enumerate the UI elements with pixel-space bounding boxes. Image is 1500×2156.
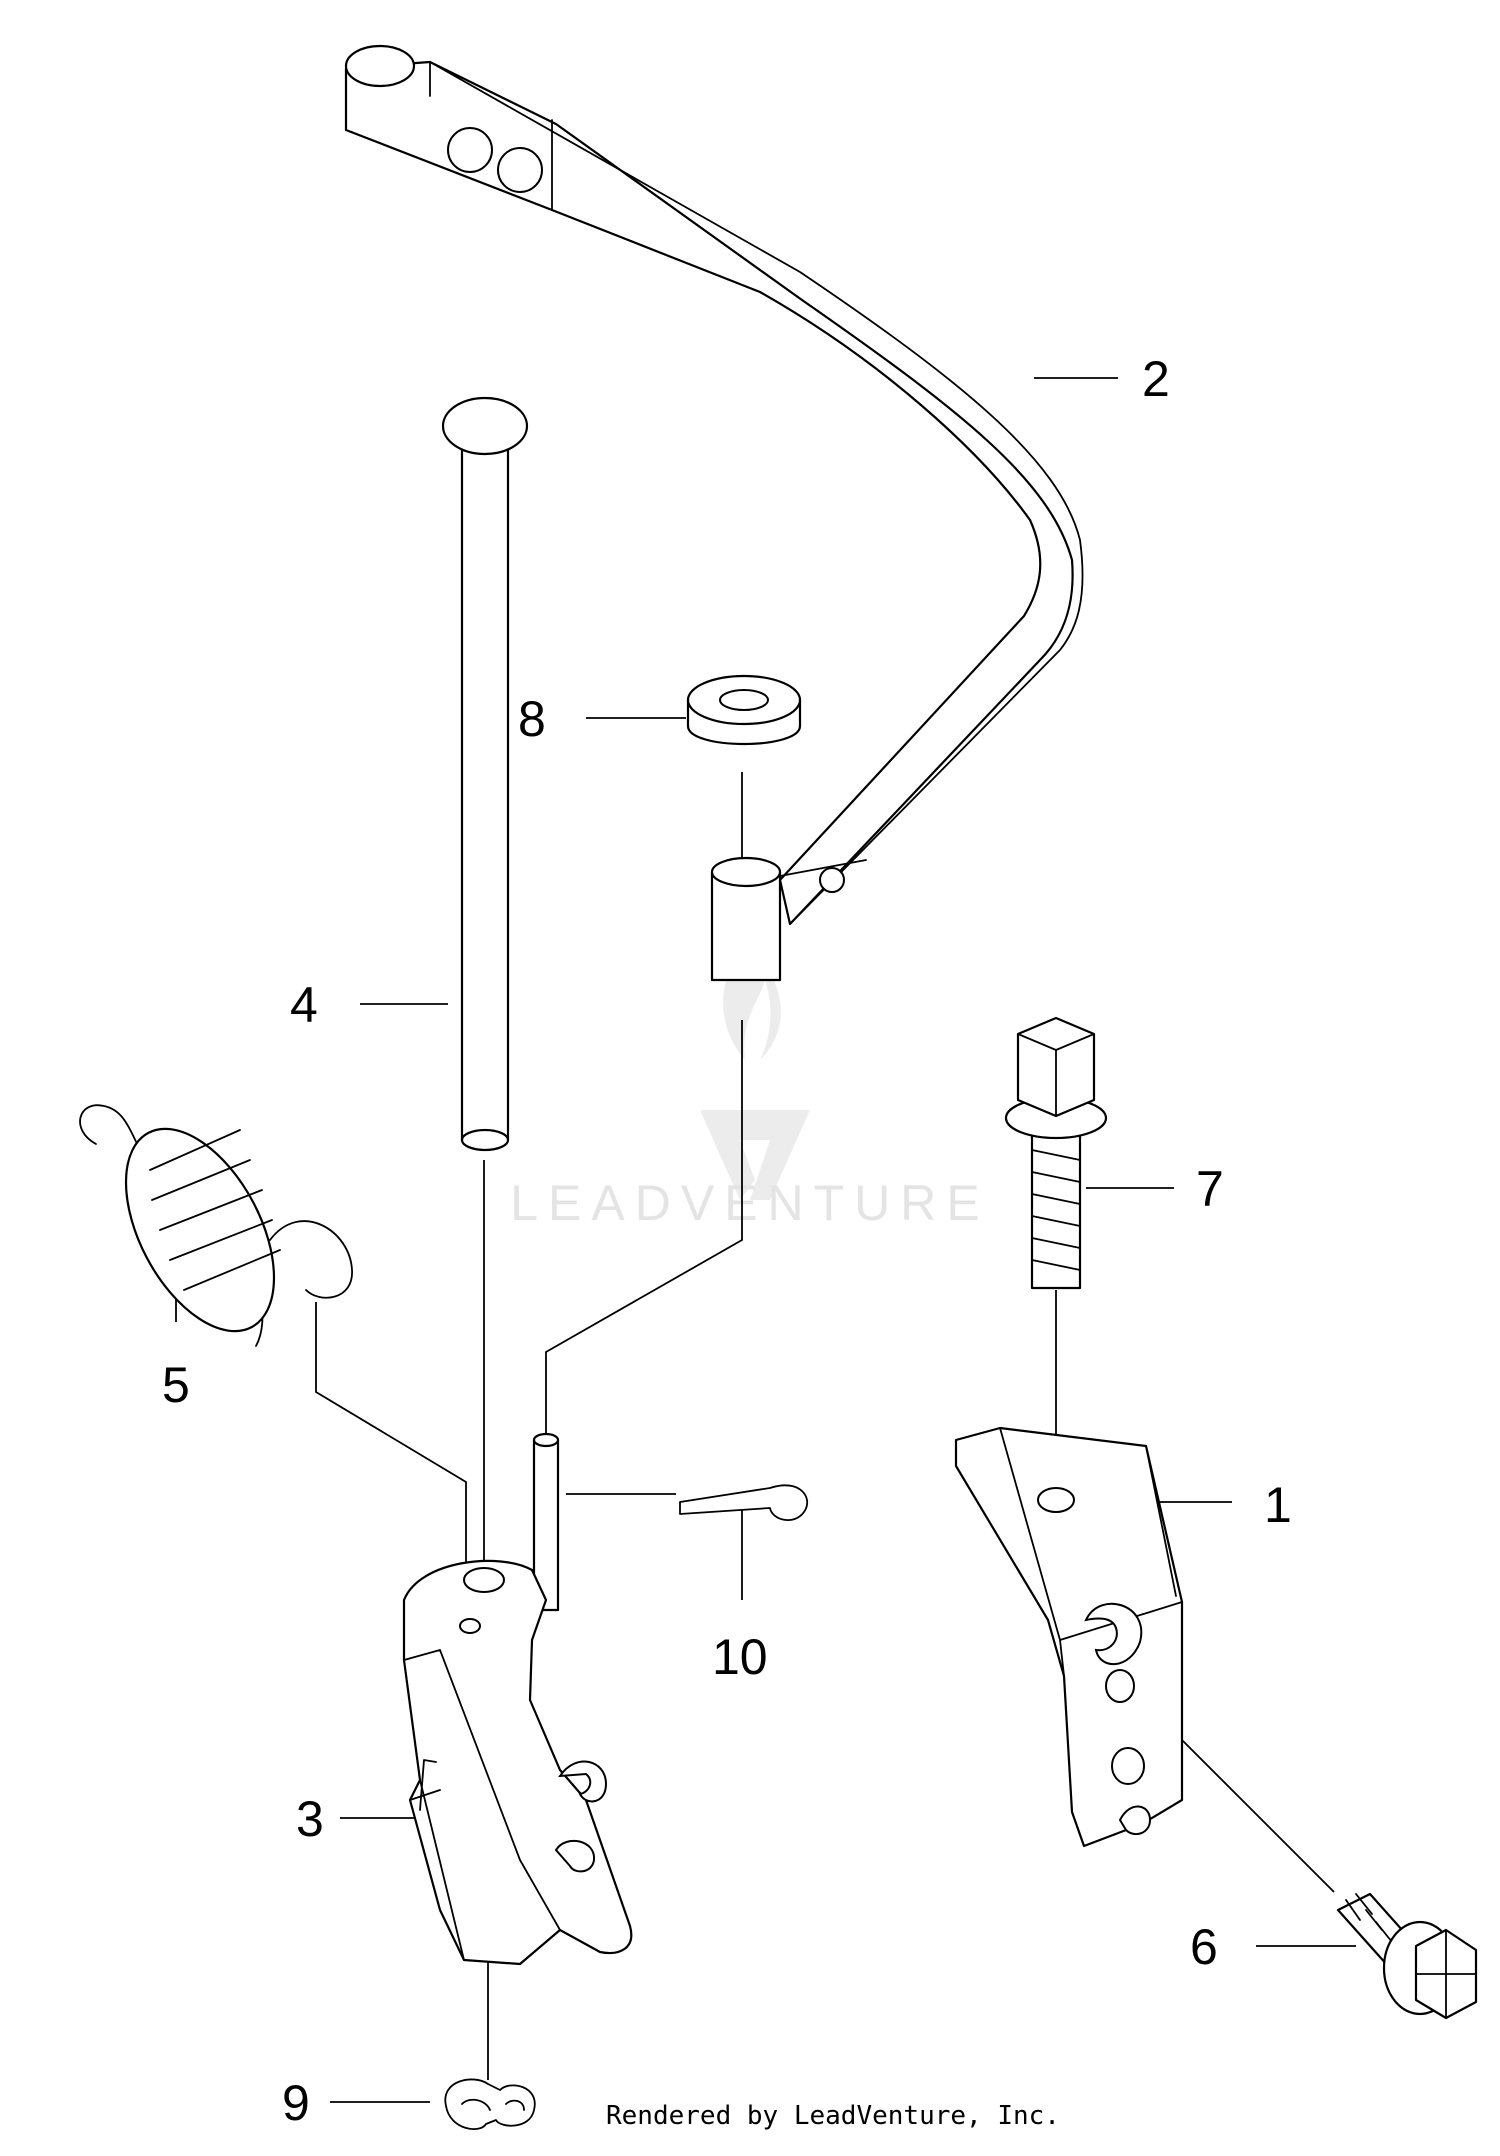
washer-hole xyxy=(719,689,769,711)
bolt-7-threads xyxy=(1031,1149,1081,1271)
bolt-7-head-top xyxy=(1017,1033,1095,1117)
callout-1: 1 xyxy=(1264,1477,1292,1533)
link-hole-small xyxy=(459,1618,481,1634)
brake-band-inner-edge xyxy=(429,61,1084,925)
link-edge-lines xyxy=(403,1649,561,1961)
brake-band-clevis xyxy=(710,870,782,982)
brake-band-end-cap xyxy=(344,44,416,88)
link-body xyxy=(402,1559,633,1966)
pin-head xyxy=(441,396,529,456)
spring-hook-left xyxy=(79,1104,141,1151)
callout-7: 7 xyxy=(1196,1161,1224,1217)
cotter-pin-part xyxy=(679,1484,809,1521)
bracket-hole-mid xyxy=(1105,1669,1135,1703)
link-slot-lower xyxy=(554,1840,596,1873)
spring-hook-right xyxy=(269,1220,353,1299)
bracket-part xyxy=(954,1426,1184,1848)
clevis-pin-part xyxy=(441,396,529,1152)
bolt-6-head-facets xyxy=(1415,1929,1477,2019)
callout-2: 2 xyxy=(1142,351,1170,407)
link-rod-top xyxy=(532,1432,560,1448)
brake-band-hole-2 xyxy=(497,147,543,193)
assembly-line-rod xyxy=(545,1020,743,1440)
bolt-6-threads xyxy=(1345,1893,1393,1943)
brake-band-lower-seam xyxy=(779,859,867,877)
assembly-line-5 xyxy=(315,1302,467,1566)
bracket-hole-low xyxy=(1111,1747,1145,1785)
brake-link-part xyxy=(402,1432,633,1966)
brake-band-lower-hole xyxy=(819,867,845,893)
brake-band-body xyxy=(344,60,1074,926)
link-slot-upper xyxy=(558,1760,608,1803)
pin-end xyxy=(460,1128,510,1152)
cotter-pin-body xyxy=(679,1484,809,1521)
e-clip-part xyxy=(444,2078,536,2131)
watermark-text: LEADVENTURE xyxy=(510,1175,990,1231)
e-clip-inner xyxy=(461,2098,525,2111)
callout-9: 9 xyxy=(282,2075,310,2131)
hex-bolt-7-part xyxy=(1004,1016,1108,1290)
brake-band-clevis-top xyxy=(710,856,782,888)
leader-lines xyxy=(175,377,1356,2103)
callout-8: 8 xyxy=(518,691,546,747)
bracket-slot xyxy=(1084,1602,1143,1666)
callout-3: 3 xyxy=(296,1791,324,1847)
callout-10: 10 xyxy=(712,1629,768,1685)
brake-band-hole-1 xyxy=(447,127,493,173)
link-hole-pin xyxy=(463,1567,505,1593)
bracket-slot-bottom xyxy=(1118,1805,1152,1836)
callout-5: 5 xyxy=(162,1357,190,1413)
washer-part xyxy=(686,674,802,745)
e-clip-body xyxy=(444,2078,536,2131)
bracket-hole-top xyxy=(1037,1487,1075,1513)
hex-bolt-6-part xyxy=(1336,1892,1478,2020)
leadventure-watermark: LEADVENTURE xyxy=(510,940,990,1231)
spring-body xyxy=(124,1127,276,1333)
brake-band-part xyxy=(344,44,1084,982)
render-credit: Rendered by LeadVenture, Inc. xyxy=(606,2101,1060,2131)
callout-labels: 2 8 4 5 7 1 10 3 6 9 xyxy=(162,351,1292,2131)
callout-4: 4 xyxy=(290,977,318,1033)
extension-spring-part xyxy=(79,1104,353,1347)
link-lower-notch xyxy=(419,1759,437,1811)
spring-coil-lines xyxy=(149,1129,281,1291)
pin-shank xyxy=(460,448,510,1142)
callout-6: 6 xyxy=(1190,1919,1218,1975)
